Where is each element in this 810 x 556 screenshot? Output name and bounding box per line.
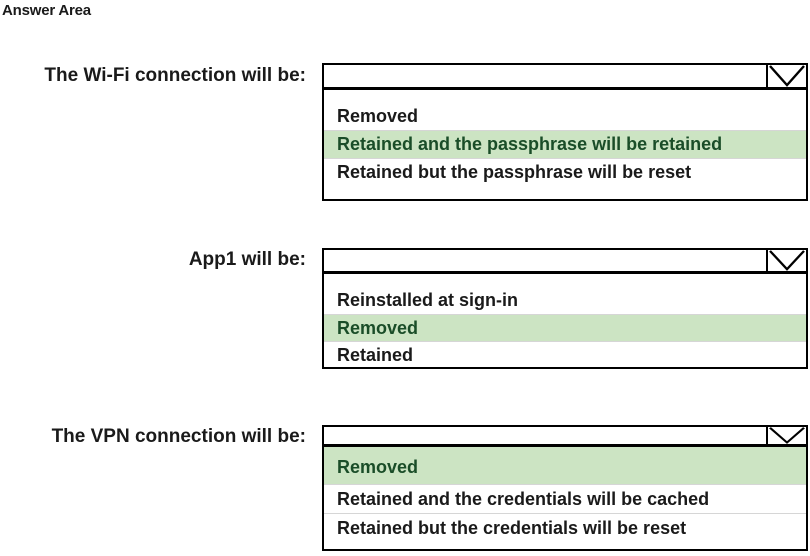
chevron-down-icon[interactable]: [766, 250, 806, 271]
dropdown-app1: Reinstalled at sign-in Removed Retained: [322, 248, 808, 369]
question-label-wifi: The Wi-Fi connection will be:: [44, 65, 306, 86]
answer-area-title: Answer Area: [2, 2, 91, 19]
dropdown-wifi: Removed Retained and the passphrase will…: [322, 63, 808, 201]
dropdown-select-wifi[interactable]: [322, 63, 808, 89]
dropdown-option-selected[interactable]: Removed: [324, 314, 806, 341]
dropdown-vpn: Removed Retained and the credentials wil…: [322, 425, 808, 551]
dropdown-select-vpn[interactable]: [322, 425, 808, 446]
dropdown-select-app1[interactable]: [322, 248, 808, 273]
dropdown-option-selected[interactable]: Removed: [324, 447, 806, 484]
dropdown-option[interactable]: Retained but the credentials will be res…: [324, 513, 806, 542]
chevron-down-icon[interactable]: [766, 65, 806, 87]
dropdown-option[interactable]: Retained and the credentials will be cac…: [324, 484, 806, 513]
dropdown-option[interactable]: Removed: [337, 105, 419, 126]
dropdown-options-panel: Removed Retained and the passphrase will…: [322, 89, 808, 201]
question-label-app1: App1 will be:: [188, 249, 306, 270]
dropdown-option[interactable]: Retained but the passphrase will be rese…: [324, 158, 806, 186]
dropdown-options-panel: Removed Retained and the credentials wil…: [322, 446, 808, 551]
question-label-vpn: The VPN connection will be:: [51, 426, 306, 447]
chevron-down-icon[interactable]: [766, 427, 806, 444]
dropdown-option[interactable]: Reinstalled at sign-in: [337, 290, 519, 310]
dropdown-option[interactable]: Retained: [324, 341, 806, 368]
dropdown-option-selected[interactable]: Retained and the passphrase will be reta…: [324, 130, 806, 158]
dropdown-options-panel: Reinstalled at sign-in Removed Retained: [322, 273, 808, 369]
